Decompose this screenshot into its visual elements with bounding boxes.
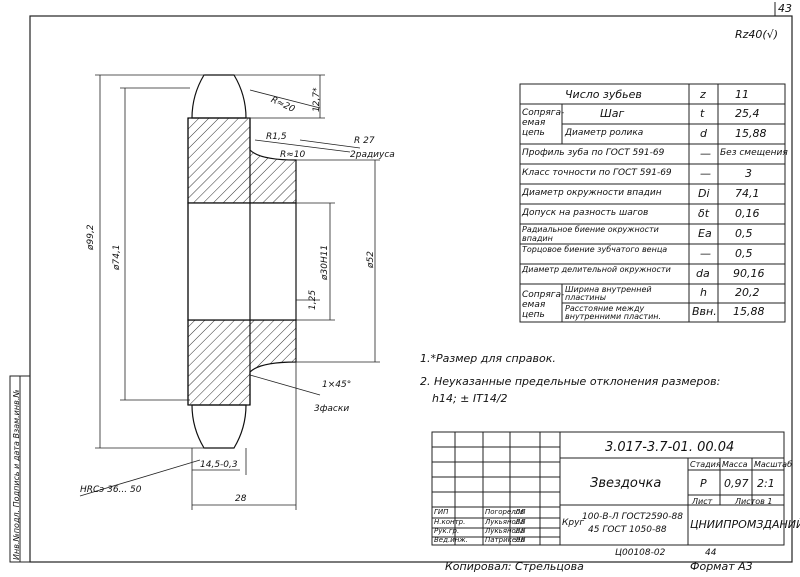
dim-r10: R≈10 <box>280 150 306 160</box>
copied-by: Копировал: Стрельцова <box>445 560 584 573</box>
scale-value: 2:1 <box>757 477 775 490</box>
sheets-label: Листов 1 <box>735 497 773 506</box>
person-3: Патрикеев <box>485 536 525 544</box>
sign-3: ЛЛ <box>515 536 526 544</box>
sign-1: ЛЛ <box>515 518 526 526</box>
row-class-val: 3 <box>745 167 752 180</box>
row-tol-val: 0,16 <box>735 207 760 220</box>
row-dist-val: 15,88 <box>733 305 765 318</box>
roughness-value: Rz40 <box>735 28 763 41</box>
row-pitchdia-val: 90,16 <box>733 267 765 280</box>
dim-chamfer-note: 3фаски <box>314 404 350 414</box>
row-pitchdia-name: Диаметр делительной окружности <box>522 265 671 274</box>
header-stage: Стадия <box>690 460 721 469</box>
dim-r27: R 27 <box>354 136 375 146</box>
dim-tooth-h: 12,7* <box>312 87 322 112</box>
dim-r15: R1,5 <box>266 132 287 142</box>
org-name: ЦНИИПРОМЗДАНИЙ <box>690 518 800 531</box>
row-axial-val: 0,5 <box>735 247 753 260</box>
row-class-name: Класс точности по ГОСТ 591-69 <box>522 168 672 178</box>
dim-r27-note: 2радиуса <box>350 150 395 160</box>
row-plate-name: Ширина внутренней пластины <box>565 285 652 302</box>
row-radial-name: Радиальное биение окружности впадин <box>522 225 659 243</box>
row-teeth-name: Число зубьев <box>565 88 642 101</box>
format-label: Формат А3 <box>690 560 753 573</box>
dim-bore: ø30H11 <box>320 244 330 280</box>
row-pitchdia-sym: da <box>696 267 710 280</box>
row-roller-name: Диаметр ролика <box>565 128 644 138</box>
role-3: Вед.инж. <box>434 536 468 544</box>
row-tol-name: Допуск на разность шагов <box>522 208 649 218</box>
row-radial-sym: Ea <box>698 227 712 240</box>
row-chain2-group: Сопряга-емая цепь <box>522 290 565 320</box>
stage-value: Р <box>700 477 707 490</box>
row-plate-val: 20,2 <box>735 286 760 299</box>
inv-code: Ц00108-02 <box>615 548 666 558</box>
row-axial-name: Торцовое биение зубчатого венца <box>522 245 668 254</box>
row-profile-name: Профиль зуба по ГОСТ 591-69 <box>522 148 665 158</box>
row-chain-group: Сопряга-емая цепь <box>522 108 565 138</box>
row-dist-name: Расстояние между внутренними пластин. <box>565 304 662 321</box>
person-0: Погорелов <box>485 508 525 516</box>
note-2: 2. Неуказанные предельные отклонения раз… <box>420 375 721 388</box>
dim-hrc: HRCэ 36... 50 <box>80 485 142 495</box>
roughness-suffix: (√) <box>762 28 779 41</box>
mass-value: 0,97 <box>724 477 749 490</box>
dim-hub: ø52 <box>366 251 376 268</box>
sign-0: ЛЛ <box>515 508 526 516</box>
part-name: Звездочка <box>590 476 662 491</box>
note-1: 1.*Размер для справок. <box>420 352 556 365</box>
dim-w-tooth: 14,5-0,3 <box>200 460 238 470</box>
dim-pitch: ø74,1 <box>112 244 122 270</box>
material-prefix: Круг <box>562 518 585 528</box>
row-pitch-sym: t <box>700 107 705 120</box>
header-mass: Масса <box>722 460 748 469</box>
role-0: ГИП <box>434 508 449 516</box>
row-radial-val: 0,5 <box>735 227 753 240</box>
material-2: 45 ГОСТ 1050-88 <box>588 525 667 535</box>
role-1: Н.контр. <box>434 518 466 526</box>
inv-num: 44 <box>705 548 717 558</box>
row-root-name: Диаметр окружности впадин <box>522 188 662 198</box>
row-pitch-name: Шаг <box>600 107 625 120</box>
person-1: Лукьянова <box>485 518 525 526</box>
side-stamp: Инв.№подл. Подпись и дата Взам.инв.№ <box>12 389 21 560</box>
row-roller-val: 15,88 <box>735 127 767 140</box>
person-2: Лукьянова <box>485 527 525 535</box>
row-plate-sym: h <box>700 286 707 299</box>
dim-outer: ø99,2 <box>86 224 96 250</box>
note-2-tolerance: h14; ± IT14/2 <box>432 392 508 405</box>
dim-w-total: 28 <box>235 494 247 504</box>
header-scale: Масштаб <box>754 460 793 469</box>
row-dist-sym: Bвн. <box>692 305 717 318</box>
sprocket-section <box>187 74 297 449</box>
param-table-grid <box>519 83 786 323</box>
row-profile-sym: — <box>700 147 711 160</box>
sheet-label: Лист <box>692 497 713 506</box>
row-class-sym: — <box>700 167 711 180</box>
row-pitch-val: 25,4 <box>735 107 760 120</box>
row-root-val: 74,1 <box>735 187 760 200</box>
sign-2: ЛЛ <box>515 527 526 535</box>
row-roller-sym: d <box>700 127 707 140</box>
title-block-grid <box>431 431 785 546</box>
row-profile-val: Без смещения <box>720 148 788 158</box>
row-teeth-val: 11 <box>735 88 749 101</box>
row-axial-sym: — <box>700 247 711 260</box>
dim-r25: 1,25 <box>308 289 318 310</box>
row-tol-sym: δt <box>698 207 710 220</box>
roughness-mark: Rz40(√) <box>735 28 778 41</box>
row-teeth-sym: z <box>700 88 706 101</box>
drawing-code: 3.017-3.7-01. 00.04 <box>605 440 735 455</box>
page-number: 43 <box>778 2 792 15</box>
dim-chamfer: 1×45° <box>322 380 352 390</box>
row-root-sym: Di <box>698 187 710 200</box>
role-2: Рук.гр. <box>434 527 460 535</box>
material-1: 100-В-Л ГОСТ2590-88 <box>582 512 683 522</box>
